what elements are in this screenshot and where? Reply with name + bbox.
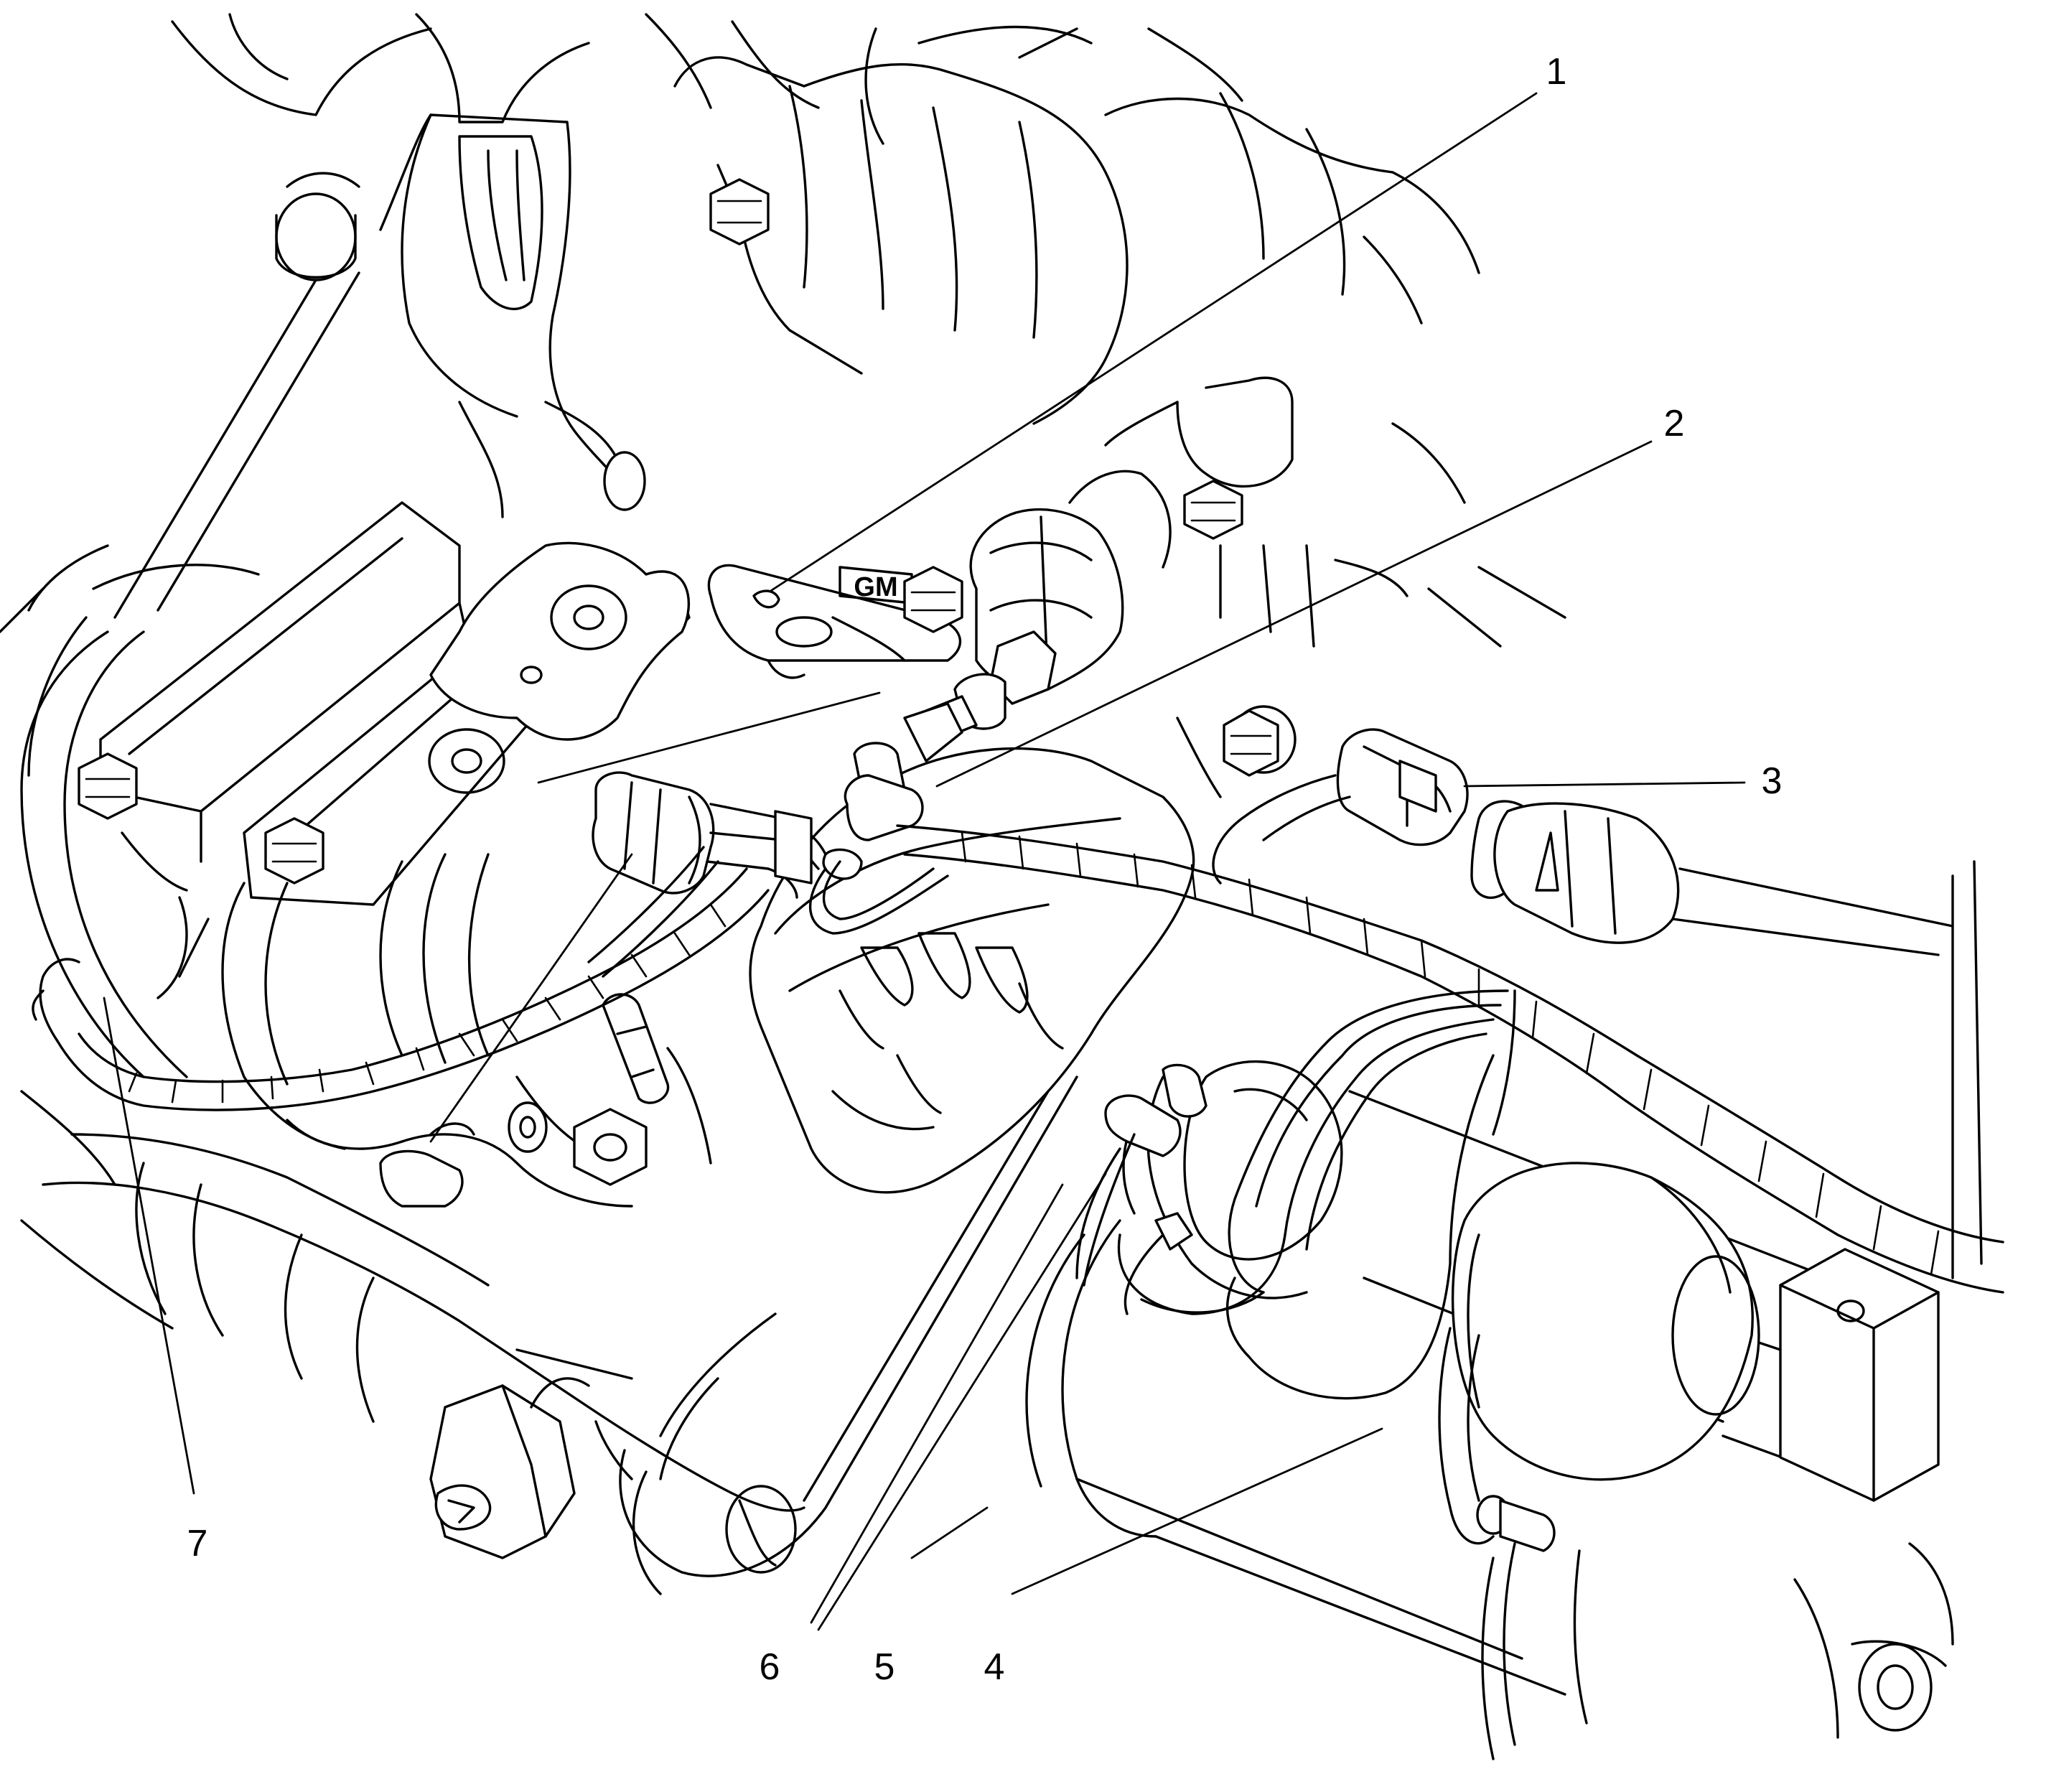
sensor-housing: GM: [707, 470, 1172, 741]
lower-tube-clamp: [20, 1133, 805, 1595]
wiring-harness: [32, 824, 2004, 1294]
starter-wiring: [1075, 989, 1516, 1400]
connector-3: [1212, 728, 1983, 1279]
bracket-bolt-mid: [264, 817, 324, 885]
callout-6: 6: [759, 1646, 780, 1688]
small-connector-lower: [379, 1122, 475, 1208]
starter-motor: [1025, 1060, 1954, 1760]
callout-7: 7: [187, 1523, 208, 1564]
leader-lines: [103, 92, 1746, 1631]
callout-3: 3: [1761, 760, 1783, 802]
block-bolt-right: [1176, 705, 1297, 798]
harness-connector-left: [592, 771, 827, 899]
left-struts: [0, 271, 360, 1186]
callout-2: 2: [1663, 403, 1685, 444]
harness-connector-2: [809, 702, 963, 935]
left-mount-bracket: [78, 501, 691, 906]
bracket-bolt-left: [78, 752, 138, 820]
callout-1: 1: [1546, 51, 1567, 93]
upper-engine-block: [171, 13, 1566, 648]
callout-4: 4: [984, 1646, 1005, 1688]
callout-5: 5: [874, 1646, 895, 1688]
gm-stamp: GM: [854, 572, 897, 602]
oil-filter: [619, 747, 1195, 1577]
